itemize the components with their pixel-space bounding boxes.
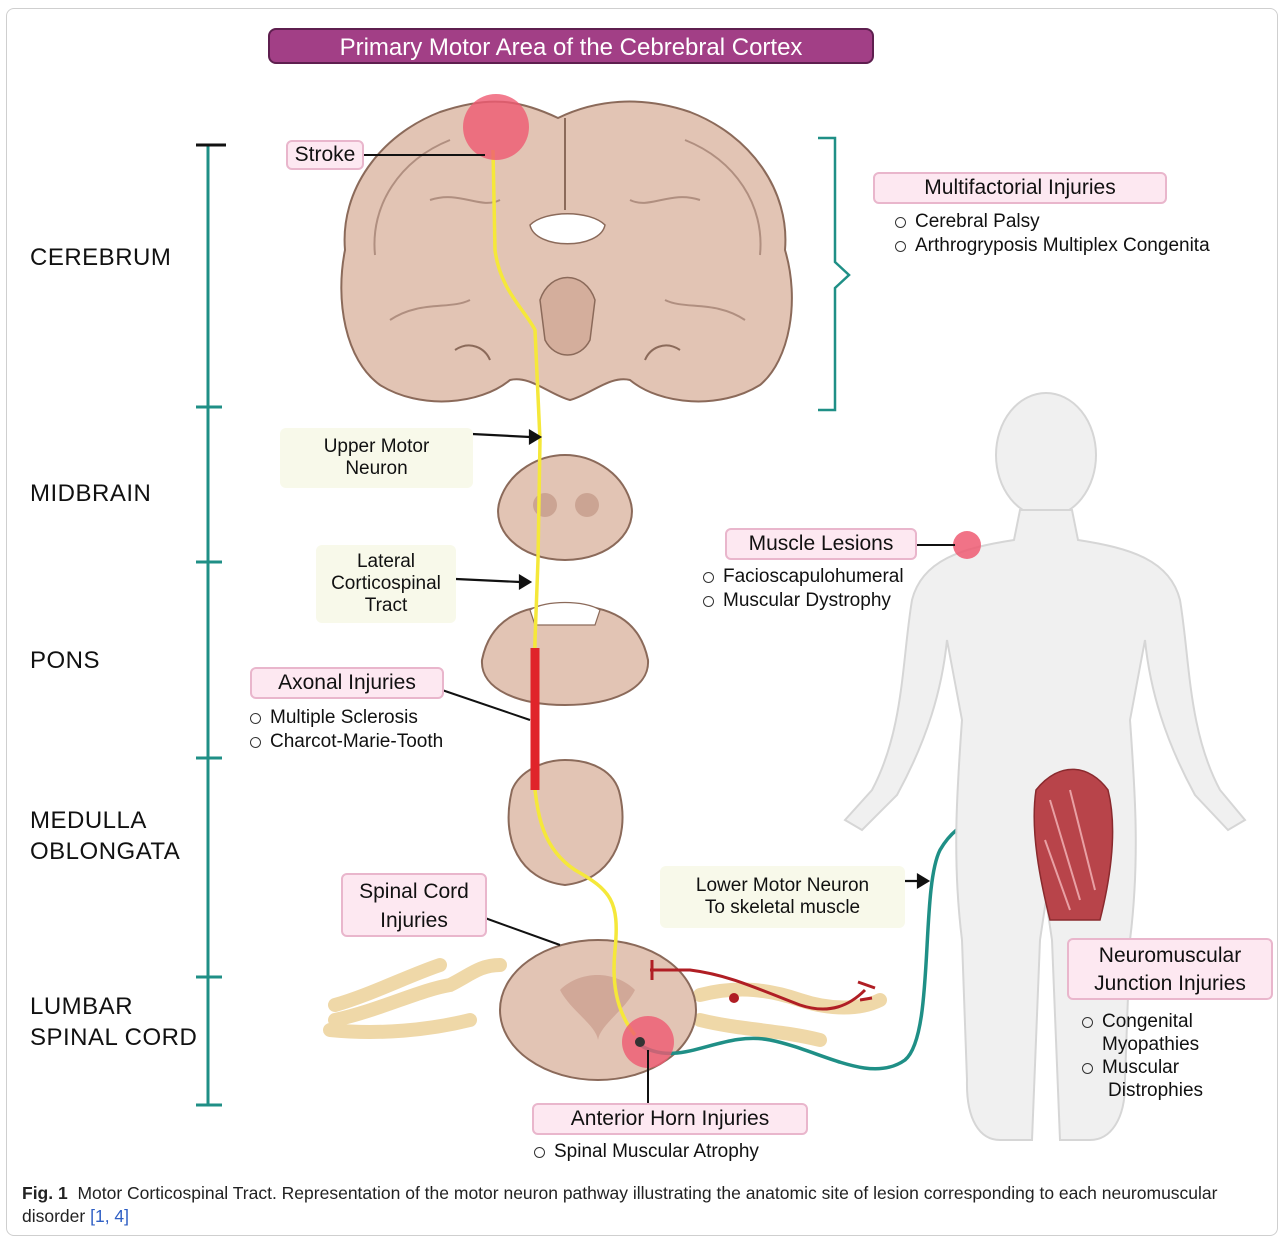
list-item: Multiple Sclerosis [248,706,443,730]
lateral-corticospinal-tract-label: Lateral Corticospinal Tract [316,545,456,623]
upper-motor-neuron-label: Upper Motor Neuron [280,428,473,488]
nmj-line2: Junction Injuries [1069,970,1271,998]
brain-section [341,102,792,402]
list-item: Spinal Muscular Atrophy [532,1140,759,1164]
level-lumbar-line1: LUMBAR [30,991,133,1022]
nmj-line1: Neuromuscular [1069,942,1271,970]
multifactorial-list: Cerebral Palsy Arthrogryposis Multiplex … [893,210,1210,258]
spinal-cord-section [330,940,880,1080]
stroke-label: Stroke [286,140,364,170]
spinal-cord-line2: Injuries [343,906,485,935]
nmj-injuries-title: Neuromuscular Junction Injuries [1067,938,1273,1000]
caption-text: Motor Corticospinal Tract. Representatio… [22,1183,1217,1226]
list-item: Muscular [1080,1056,1203,1079]
list-item: Arthrogryposis Multiplex Congenita [893,234,1210,258]
list-item: Cerebral Palsy [893,210,1210,234]
midbrain-section [498,455,632,560]
lower-motor-neuron-line1: Lower Motor Neuron [660,875,905,897]
muscle-lesions-title: Muscle Lesions [725,528,917,560]
level-medulla-line2: OBLONGATA [30,836,180,867]
anterior-horn-injuries-title: Anterior Horn Injuries [532,1103,808,1135]
list-item-text: Myopathies [1080,1033,1203,1056]
list-item: Congenital [1080,1010,1203,1033]
axonal-injuries-title: Axonal Injuries [250,667,444,699]
page-title: Primary Motor Area of the Cebrebral Cort… [268,28,874,64]
cerebrum-bracket [818,138,849,410]
list-item: Charcot-Marie-Tooth [248,730,443,754]
level-midbrain: MIDBRAIN [30,478,151,509]
lateral-line2: Corticospinal [316,573,456,595]
upper-motor-neuron-line1: Upper Motor [280,436,473,458]
lateral-line1: Lateral [316,551,456,573]
medulla-section [509,760,623,885]
list-item: Muscular Dystrophy [701,589,904,613]
upper-motor-neuron-line2: Neuron [280,458,473,480]
figure-caption: Fig. 1 Motor Corticospinal Tract. Repres… [22,1182,1262,1228]
multifactorial-title: Multifactorial Injuries [873,172,1167,204]
caption-references[interactable]: [1, 4] [90,1206,129,1226]
caption-label: Fig. 1 [22,1183,68,1203]
axonal-injuries-list: Multiple Sclerosis Charcot-Marie-Tooth [248,706,443,754]
nmj-list: Congenital Myopathies Muscular Distrophi… [1080,1010,1203,1102]
level-scale [196,145,226,1105]
list-item: Facioscapulohumeral [701,565,904,589]
muscle-lesion-marker [953,531,981,559]
list-item-text: Muscular [1102,1057,1179,1078]
anterior-horn-list: Spinal Muscular Atrophy [532,1140,759,1164]
lower-motor-neuron-label: Lower Motor Neuron To skeletal muscle [660,866,905,928]
lower-motor-neuron-line2: To skeletal muscle [660,897,905,919]
level-lumbar-line2: SPINAL CORD [30,1022,197,1053]
level-pons: PONS [30,645,100,676]
list-item-text: Congenital [1102,1011,1193,1032]
muscle-lesions-list: Facioscapulohumeral Muscular Dystrophy [701,565,904,613]
spinal-cord-injuries-title: Spinal Cord Injuries [341,873,487,937]
list-item-text: Distrophies [1080,1079,1203,1102]
level-cerebrum: CEREBRUM [30,242,171,273]
spinal-cord-line1: Spinal Cord [343,877,485,906]
level-medulla-line1: MEDULLA [30,805,147,836]
lateral-line3: Tract [316,595,456,617]
stroke-lesion-marker [463,94,529,160]
